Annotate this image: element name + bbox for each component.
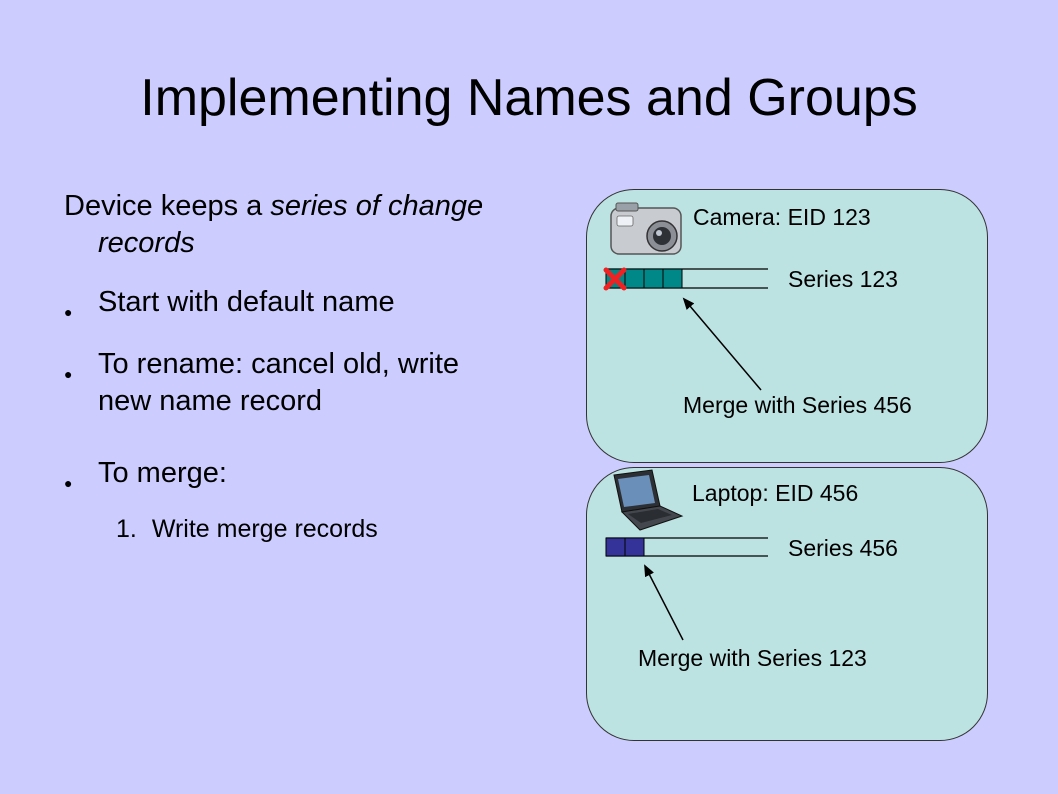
laptop-label: Laptop: EID 456 <box>692 480 859 506</box>
change-record <box>605 537 626 557</box>
laptop-panel <box>586 467 988 741</box>
numbered-item: 1. Write merge records <box>116 511 378 548</box>
bullet-label: To rename: cancel old, write new name re… <box>98 348 460 417</box>
series-123-bar <box>605 268 768 289</box>
numbered-marker: 1. <box>116 515 137 543</box>
change-record <box>624 537 645 557</box>
camera-label: Camera: EID 123 <box>693 204 871 230</box>
body-text: Device keeps a series of change records … <box>64 188 534 543</box>
bullet-dot-icon: ● <box>64 475 73 491</box>
intro-text: Device keeps a series of change records <box>64 190 484 259</box>
series-label: Series 456 <box>788 535 898 561</box>
merge-arrow <box>682 297 762 391</box>
bullet-label: To merge: <box>98 457 227 489</box>
merge-label: Merge with Series 456 <box>683 392 912 418</box>
merge-arrow <box>644 564 684 641</box>
camera-icon <box>610 202 682 255</box>
merge-label: Merge with Series 123 <box>638 645 867 671</box>
red-x-icon <box>603 267 627 291</box>
change-record <box>624 268 645 289</box>
laptop-icon <box>613 469 684 531</box>
bullet-label: Start with default name <box>98 286 395 318</box>
numbered-label: Write merge records <box>151 515 378 543</box>
slide-title: Implementing Names and Groups <box>140 69 918 127</box>
change-record <box>662 268 683 289</box>
bullet-dot-icon: ● <box>64 366 73 382</box>
intro-emphasis: series of change records <box>98 190 484 259</box>
series-label: Series 123 <box>788 266 898 292</box>
change-record <box>643 268 664 289</box>
bullet-dot-icon: ● <box>64 304 73 320</box>
series-456-bar <box>605 537 768 557</box>
